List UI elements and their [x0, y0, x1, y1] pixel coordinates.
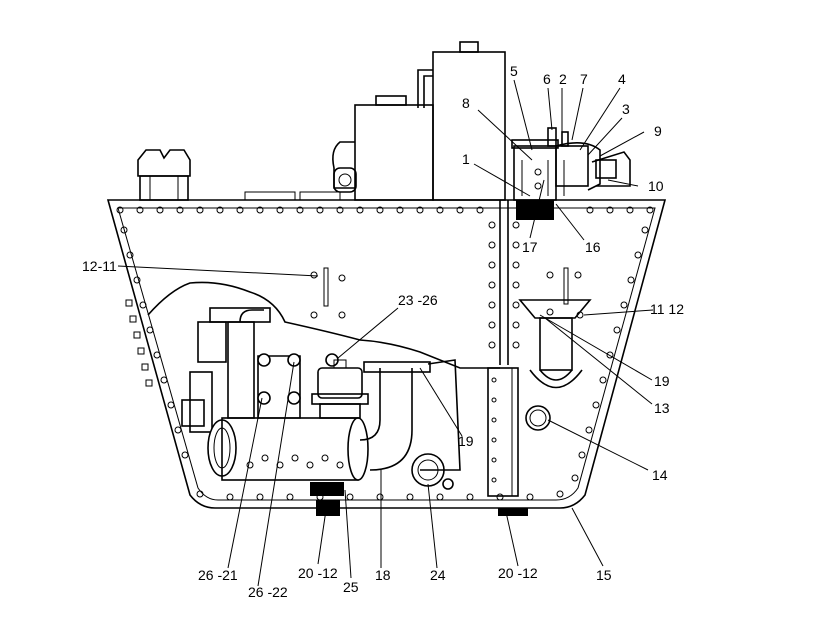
- callout-15: 15: [596, 567, 612, 583]
- callout-7: 7: [580, 71, 588, 87]
- plate-marks: [310, 267, 584, 319]
- callout-8: 8: [462, 95, 470, 111]
- leader-lines: [117, 79, 654, 587]
- hull: [106, 199, 667, 509]
- callout-10: 10: [648, 178, 664, 194]
- callout-14: 14: [652, 467, 668, 483]
- callout-26-22: 26 -22: [248, 584, 288, 600]
- pump-unit: [181, 307, 369, 481]
- callout-2: 2: [559, 71, 567, 87]
- callout-labels: 5 6 2 7 4 8 3 9 1 10 17 16 12-11 23 -26 …: [82, 63, 684, 600]
- cutaway-break-line: [147, 281, 500, 369]
- callout-18: 18: [375, 567, 391, 583]
- small-tank: [244, 95, 434, 201]
- callout-5: 5: [510, 63, 518, 79]
- callout-26-21: 26 -21: [198, 567, 238, 583]
- rivets: [116, 206, 654, 501]
- divider-plate: [487, 367, 519, 497]
- callout-9: 9: [654, 123, 662, 139]
- callout-16: 16: [585, 239, 601, 255]
- callout-19-right: 19: [654, 373, 670, 389]
- callout-20-12-right: 20 -12: [498, 565, 538, 581]
- tall-tank: [417, 41, 506, 201]
- callout-23-26: 23 -26: [398, 292, 438, 308]
- callout-24: 24: [430, 567, 446, 583]
- elbow-pipe: [359, 359, 461, 490]
- callout-13: 13: [654, 400, 670, 416]
- side-studs: [125, 299, 153, 387]
- callout-4: 4: [618, 71, 626, 87]
- left-top-fitting: [137, 149, 191, 201]
- callout-11-12: 11 12: [650, 301, 684, 317]
- callout-12-11: 12-11: [82, 258, 117, 274]
- callout-17: 17: [522, 239, 538, 255]
- callout-25: 25: [343, 579, 359, 595]
- callout-1: 1: [462, 151, 470, 167]
- callout-20-12-left: 20 -12: [298, 565, 338, 581]
- callout-6: 6: [543, 71, 551, 87]
- right-hanger: [518, 299, 592, 431]
- bottom-feet: [310, 482, 528, 516]
- valve-body: [311, 359, 369, 419]
- callout-19-center: 19: [458, 433, 474, 449]
- callout-3: 3: [622, 101, 630, 117]
